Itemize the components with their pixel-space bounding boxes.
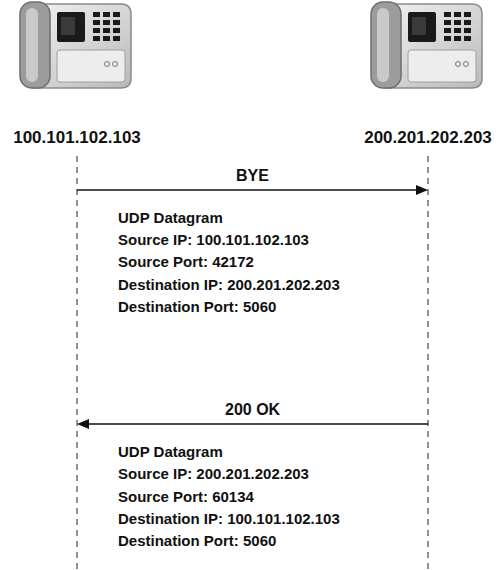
message-line — [87, 423, 428, 425]
message-name: 200 OK — [222, 400, 283, 419]
datagram-field: Destination Port: 5060 — [118, 298, 276, 316]
ip-address: 100.101.102.103 — [6, 128, 148, 148]
phone-icon — [368, 0, 488, 92]
message-line — [77, 189, 418, 191]
datagram-field: Source IP: 100.101.102.103 — [118, 231, 309, 249]
datagram-field: Destination Port: 5060 — [118, 532, 276, 550]
phone-icon — [17, 0, 137, 92]
datagram-field: Source Port: 60134 — [118, 488, 254, 506]
lifeline — [428, 156, 429, 570]
datagram-field: UDP Datagram — [118, 209, 223, 227]
message-name: BYE — [233, 166, 272, 185]
message-arrow — [77, 419, 428, 429]
datagram-field: Source Port: 42172 — [118, 253, 254, 271]
datagram-field: Destination IP: 200.201.202.203 — [118, 276, 340, 294]
datagram-field: Destination IP: 100.101.102.103 — [118, 510, 340, 528]
datagram-field: Source IP: 200.201.202.203 — [118, 465, 309, 483]
lifeline — [77, 156, 78, 570]
arrow-head — [416, 185, 428, 195]
datagram-field: UDP Datagram — [118, 443, 223, 461]
ip-address: 200.201.202.203 — [357, 128, 499, 148]
arrow-head — [77, 419, 89, 429]
message-arrow — [77, 185, 428, 195]
phone-endpoint: 100.101.102.103 — [6, 0, 148, 148]
phone-endpoint: 200.201.202.203 — [357, 0, 499, 148]
